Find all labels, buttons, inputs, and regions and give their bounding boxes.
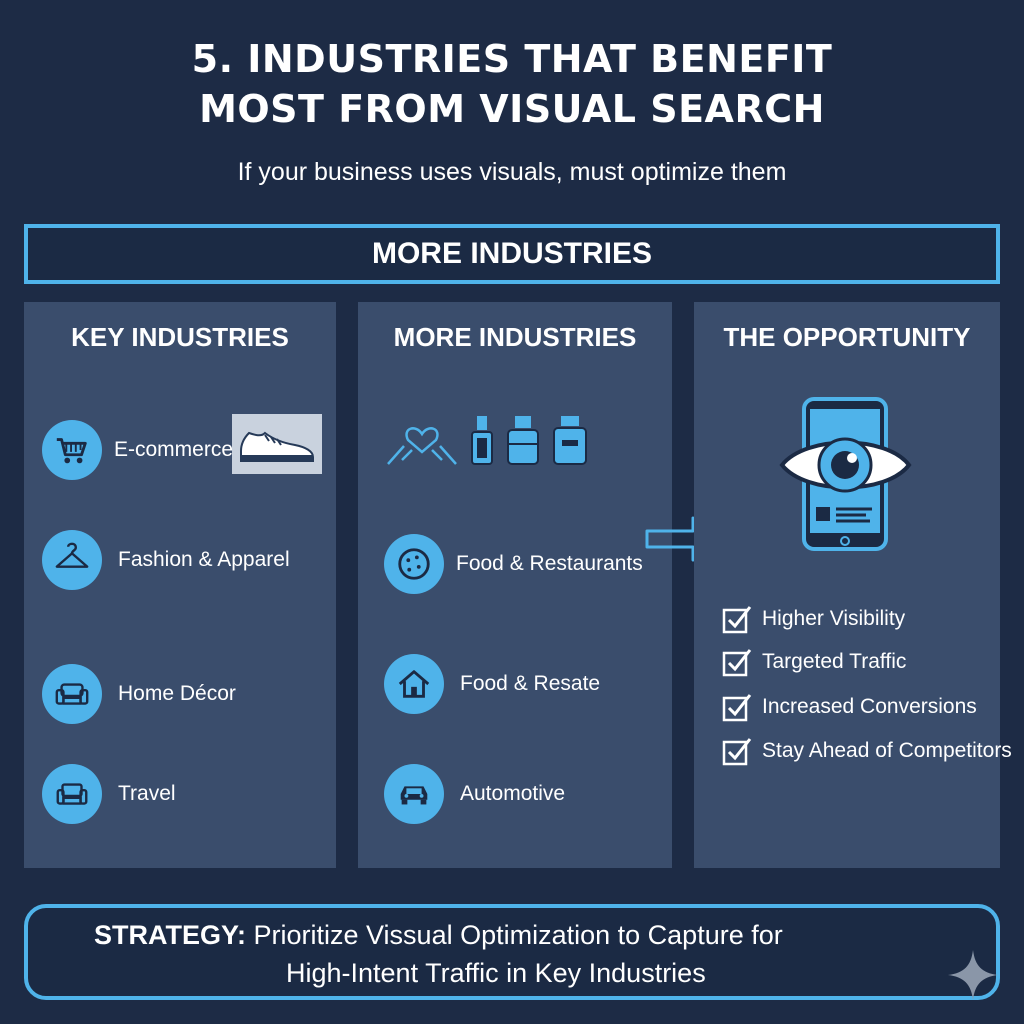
list-item: Home Décor [42,664,236,724]
check-list-item: Stay Ahead of Competitors [722,736,1012,766]
page-subtitle: If your business uses visuals, must opti… [237,158,787,186]
strategy-line-2: High-Intent Traffic in Key Industries [286,958,706,988]
more-industries-panel: MORE INDUSTRIES Food & Restaurants Food … [358,302,672,868]
item-label: Fashion & Apparel [118,548,290,571]
car-icon [384,764,444,824]
sneaker-icon [232,414,322,474]
item-label: Automotive [460,782,566,805]
check-label: Targeted Traffic [762,650,907,673]
sofa-icon [42,664,102,724]
checkbox-checked-icon [722,694,752,722]
check-label: Higher Visibility [762,607,906,630]
checkbox-checked-icon [722,738,752,766]
check-label: Increased Conversions [762,695,977,718]
banner-label: MORE INDUSTRIES [371,237,653,270]
sparkle-icon [948,950,998,1000]
more-industries-banner: MORE INDUSTRIES [24,224,1000,284]
list-item: Food & Restaurants [384,534,643,594]
cookie-icon [384,534,444,594]
item-label: Travel [118,782,176,805]
panel-heading: MORE INDUSTRIES [393,322,637,352]
house-icon [384,654,444,714]
strategy-text-1: Prioritize Vissual Optimization to Captu… [253,920,783,950]
heart-hands-icon [387,427,457,465]
title-line-1: 5. INDUSTRIES THAT BENEFIT [191,37,833,81]
panel-heading: KEY INDUSTRIES [71,322,289,352]
item-label: E-commerce [114,438,234,461]
title-line-2: MOST FROM VISUAL SEARCH [199,87,825,131]
opportunity-panel: THE OPPORTUNITY Higher Visibility Target… [694,302,1012,868]
beauty-icons-row [384,412,590,468]
item-label: Food & Resate [460,672,601,695]
nail-polish-icon [471,416,493,465]
jar-icon [553,416,587,465]
check-list-item: Targeted Traffic [722,647,906,677]
checkbox-checked-icon [722,649,752,677]
shopping-cart-icon [42,420,102,480]
page-title: 5. INDUSTRIES THAT BENEFIT MOST FROM VIS… [0,34,1024,134]
check-list-item: Higher Visibility [722,604,905,634]
panel-heading: THE OPPORTUNITY [723,322,971,352]
armchair-icon [42,764,102,824]
strategy-prefix: STRATEGY: [94,920,246,950]
checkbox-checked-icon [722,606,752,634]
list-item: E-commerce [42,420,233,480]
list-item: Food & Resate [384,654,600,714]
hanger-icon [42,530,102,590]
check-label: Stay Ahead of Competitors [762,739,1012,762]
strategy-box: STRATEGY: Prioritize Vissual Optimizatio… [24,904,1000,1000]
list-item: Travel [42,764,176,824]
bottle-icon [507,416,539,465]
list-item: Automotive [384,764,565,824]
key-industries-panel: KEY INDUSTRIES E-commerce Fashion & Appa… [24,302,336,868]
item-label: Food & Restaurants [456,552,643,575]
phone-eye-icon [779,397,912,551]
check-list-item: Increased Conversions [722,692,977,722]
item-label: Home Décor [118,682,236,705]
list-item: Fashion & Apparel [42,530,290,590]
strategy-line-1: STRATEGY: Prioritize Vissual Optimizatio… [94,920,783,951]
